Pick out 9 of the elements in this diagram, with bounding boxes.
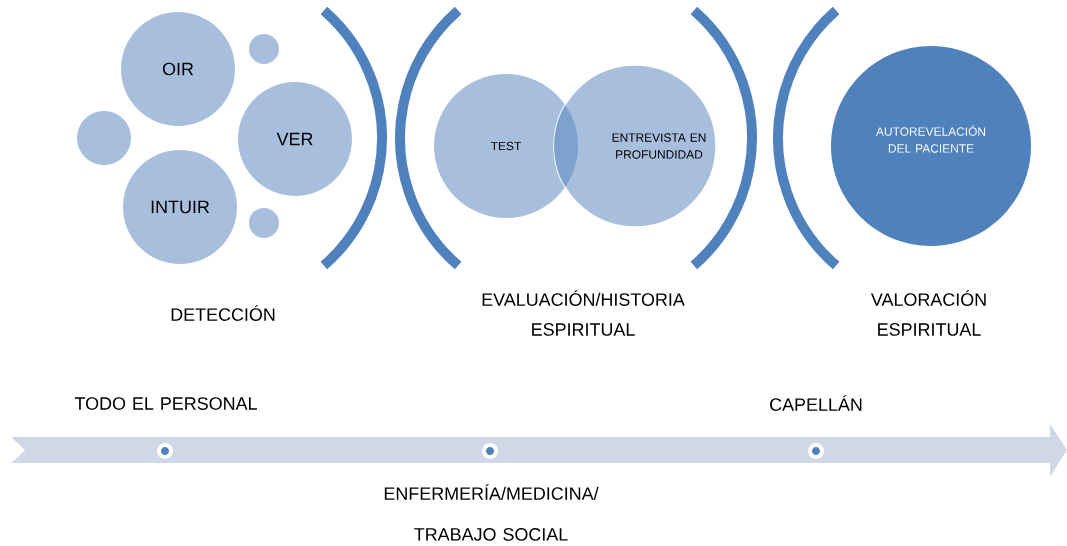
stage-label: DETECCIÓN	[171, 305, 275, 321]
stage-label: VALORACIÓN ESPIRITUAL	[870, 290, 986, 336]
empty-circle	[249, 34, 279, 64]
empty-circle	[249, 208, 279, 238]
stage-label: EVALUACIÓN/HISTORIA ESPIRITUAL	[482, 290, 685, 336]
role-label: ENFERMERÍA/MEDICINA/ TRABAJO SOCIAL	[384, 484, 599, 541]
empty-circle	[77, 111, 131, 165]
role-label: CAPELLÁN	[770, 395, 862, 411]
role-label: TODO EL PERSONAL	[74, 397, 257, 410]
